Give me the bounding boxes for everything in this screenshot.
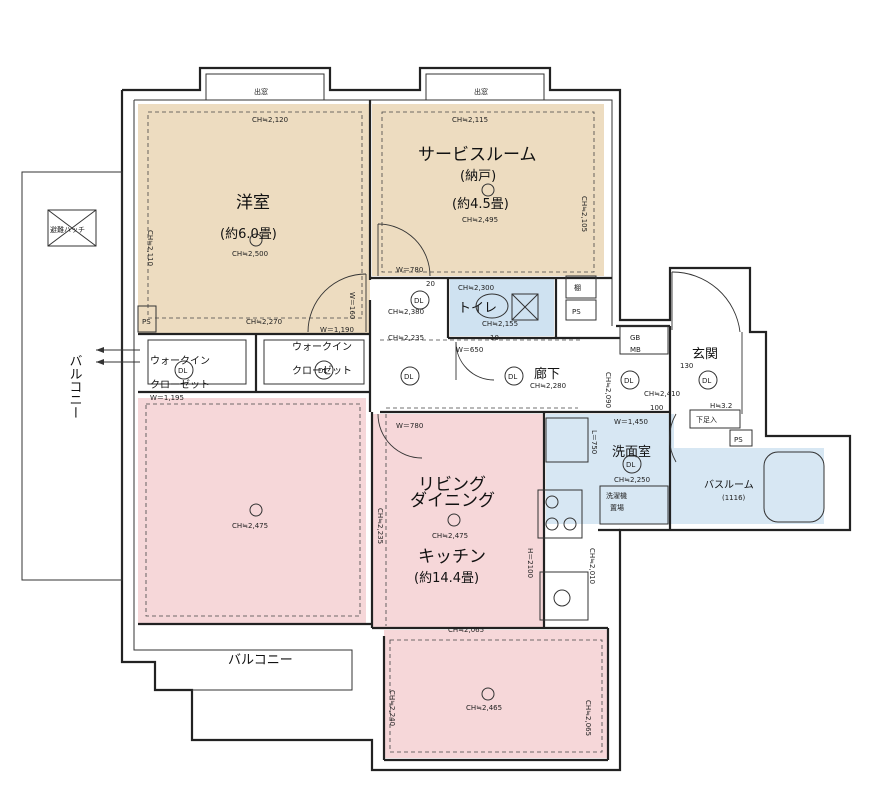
dim-ch-2010: CH≒2,010 bbox=[588, 548, 596, 584]
dim-20: 20 bbox=[426, 280, 435, 288]
bottom-area-ch: CH≒2,465 bbox=[466, 704, 502, 712]
dim-10: 10 bbox=[490, 334, 499, 342]
bottom-balcony bbox=[176, 649, 353, 691]
toilet-floor bbox=[450, 278, 554, 336]
bottom-living-floor bbox=[384, 630, 608, 758]
washroom-ch: CH≒2,250 bbox=[614, 476, 650, 484]
hatch-label: 避難ハッチ bbox=[50, 225, 85, 234]
service-room-sub: (納戸) bbox=[460, 169, 496, 184]
left-lower-ch: CH≒2,475 bbox=[232, 522, 268, 530]
living-ch: CH≒2,475 bbox=[432, 532, 468, 540]
gb-label: GB bbox=[630, 334, 640, 342]
bay-window-left bbox=[205, 73, 325, 101]
dim-ch-2105: CH≒2,105 bbox=[580, 196, 588, 232]
dl-label: DL bbox=[414, 297, 423, 305]
walkin-center-line1: ウォークイン bbox=[292, 341, 352, 353]
service-room-size: (約4.5畳) bbox=[452, 197, 509, 212]
dl-label: DL bbox=[626, 461, 635, 469]
laundry-line2: 置場 bbox=[610, 503, 624, 512]
bay-window-right bbox=[425, 73, 545, 101]
entrance-ch: CH≒2,410 bbox=[644, 390, 680, 398]
entrance-name: 玄関 bbox=[692, 347, 718, 362]
dim-ch-2115: CH≒2,115 bbox=[452, 116, 488, 124]
dl-label: DL bbox=[702, 377, 711, 385]
dim-w-650: W＝650 bbox=[456, 346, 483, 354]
ps-label-2: PS bbox=[572, 308, 581, 316]
bathroom-floor bbox=[674, 448, 824, 524]
ps-label-1: PS bbox=[142, 318, 151, 326]
toilet-ch-top: CH≒2,300 bbox=[458, 284, 494, 292]
dl-label: DL bbox=[318, 367, 327, 375]
dim-w-1195: W＝1,195 bbox=[150, 394, 184, 402]
left-balcony-label: バルコニー bbox=[67, 354, 83, 419]
dim-l-750: L＝750 bbox=[590, 430, 598, 454]
outer-wall bbox=[120, 66, 852, 772]
service-room-name: サービスルーム bbox=[418, 145, 537, 165]
toilet-name: トイレ bbox=[458, 301, 497, 316]
dim-ch-2065-vertical: CH≒2,065 bbox=[584, 700, 592, 736]
dim-w-780-b: W＝780 bbox=[396, 422, 423, 430]
walkin-center-line2: クローゼット bbox=[292, 365, 352, 377]
dim-h-2100: H＝2100 bbox=[526, 548, 534, 578]
bathroom-name: バスルーム bbox=[704, 479, 754, 491]
dim-ch-2270: CH≒2,270 bbox=[246, 318, 282, 326]
bathroom-size: (1116) bbox=[722, 494, 746, 502]
walkin-left-line2: クローゼット bbox=[150, 379, 210, 391]
corridor-name: 廊下 bbox=[534, 366, 560, 382]
dim-ch-2120: CH≒2,120 bbox=[252, 116, 288, 124]
bay-window-right-label: 出窓 bbox=[474, 87, 488, 96]
western-room-size: (約6.0畳) bbox=[220, 227, 277, 242]
dim-ch-2240: CH≒2,240 bbox=[388, 690, 396, 726]
dl-label: DL bbox=[624, 377, 633, 385]
dim-ch-2235: CH≒2,235 bbox=[388, 334, 424, 342]
corridor-ch: CH≒2,280 bbox=[530, 382, 566, 390]
dl-label: DL bbox=[508, 373, 517, 381]
dim-ch-2065: CH≒2,065 bbox=[448, 626, 484, 634]
service-room-floor bbox=[372, 104, 604, 276]
evacuation-hatch bbox=[47, 209, 97, 247]
living-line2: ダイニング bbox=[410, 491, 495, 511]
dim-100: 100 bbox=[650, 404, 663, 412]
shoebox-label: 下足入 bbox=[696, 416, 717, 424]
dl-label: DL bbox=[178, 367, 187, 375]
ps-label-3: PS bbox=[734, 436, 743, 444]
tub bbox=[763, 451, 825, 523]
dim-ch-2110: CH≒2,110 bbox=[146, 230, 154, 266]
western-room-name: 洋室 bbox=[236, 193, 270, 213]
dim-h-3-2: H≒3.2 bbox=[710, 402, 732, 410]
dim-ch-2090: CH≒2,090 bbox=[604, 372, 612, 408]
dim-w-1450: W＝1,450 bbox=[614, 418, 648, 426]
left-balcony bbox=[21, 171, 123, 581]
dim-ch-2380: CH≒2,380 bbox=[388, 308, 424, 316]
walkin-left-line1: ウォークイン bbox=[150, 355, 210, 367]
dim-w-780-a: W＝780 bbox=[396, 266, 423, 274]
bottom-balcony-label: バルコニー bbox=[228, 653, 293, 668]
living-line3: キッチン bbox=[418, 547, 486, 567]
shelf-label: 棚 bbox=[574, 283, 581, 292]
light-markers bbox=[174, 183, 718, 701]
western-room-floor bbox=[138, 104, 370, 334]
dim-w-160: W＝160 bbox=[348, 292, 356, 319]
dl-label: DL bbox=[404, 373, 413, 381]
dim-ch-2235-vertical: CH≒2,235 bbox=[376, 508, 384, 544]
bay-window-left-label: 出窓 bbox=[254, 87, 268, 96]
living-size: (約14.4畳) bbox=[414, 571, 479, 586]
laundry-line1: 洗濯機 bbox=[606, 491, 627, 500]
toilet-ch-bottom: CH≒2,155 bbox=[482, 320, 518, 328]
left-lower-room-floor bbox=[138, 398, 366, 624]
dim-130: 130 bbox=[680, 362, 693, 370]
washroom-name: 洗面室 bbox=[612, 444, 651, 460]
living-room-floor bbox=[372, 414, 544, 628]
dim-w-1190: W＝1,190 bbox=[320, 326, 354, 334]
service-room-ch: CH≒2,495 bbox=[462, 216, 498, 224]
western-room-ch: CH≒2,500 bbox=[232, 250, 268, 258]
living-line1: リビング bbox=[418, 475, 486, 495]
mb-label: MB bbox=[630, 346, 641, 354]
washroom-floor bbox=[546, 414, 674, 524]
